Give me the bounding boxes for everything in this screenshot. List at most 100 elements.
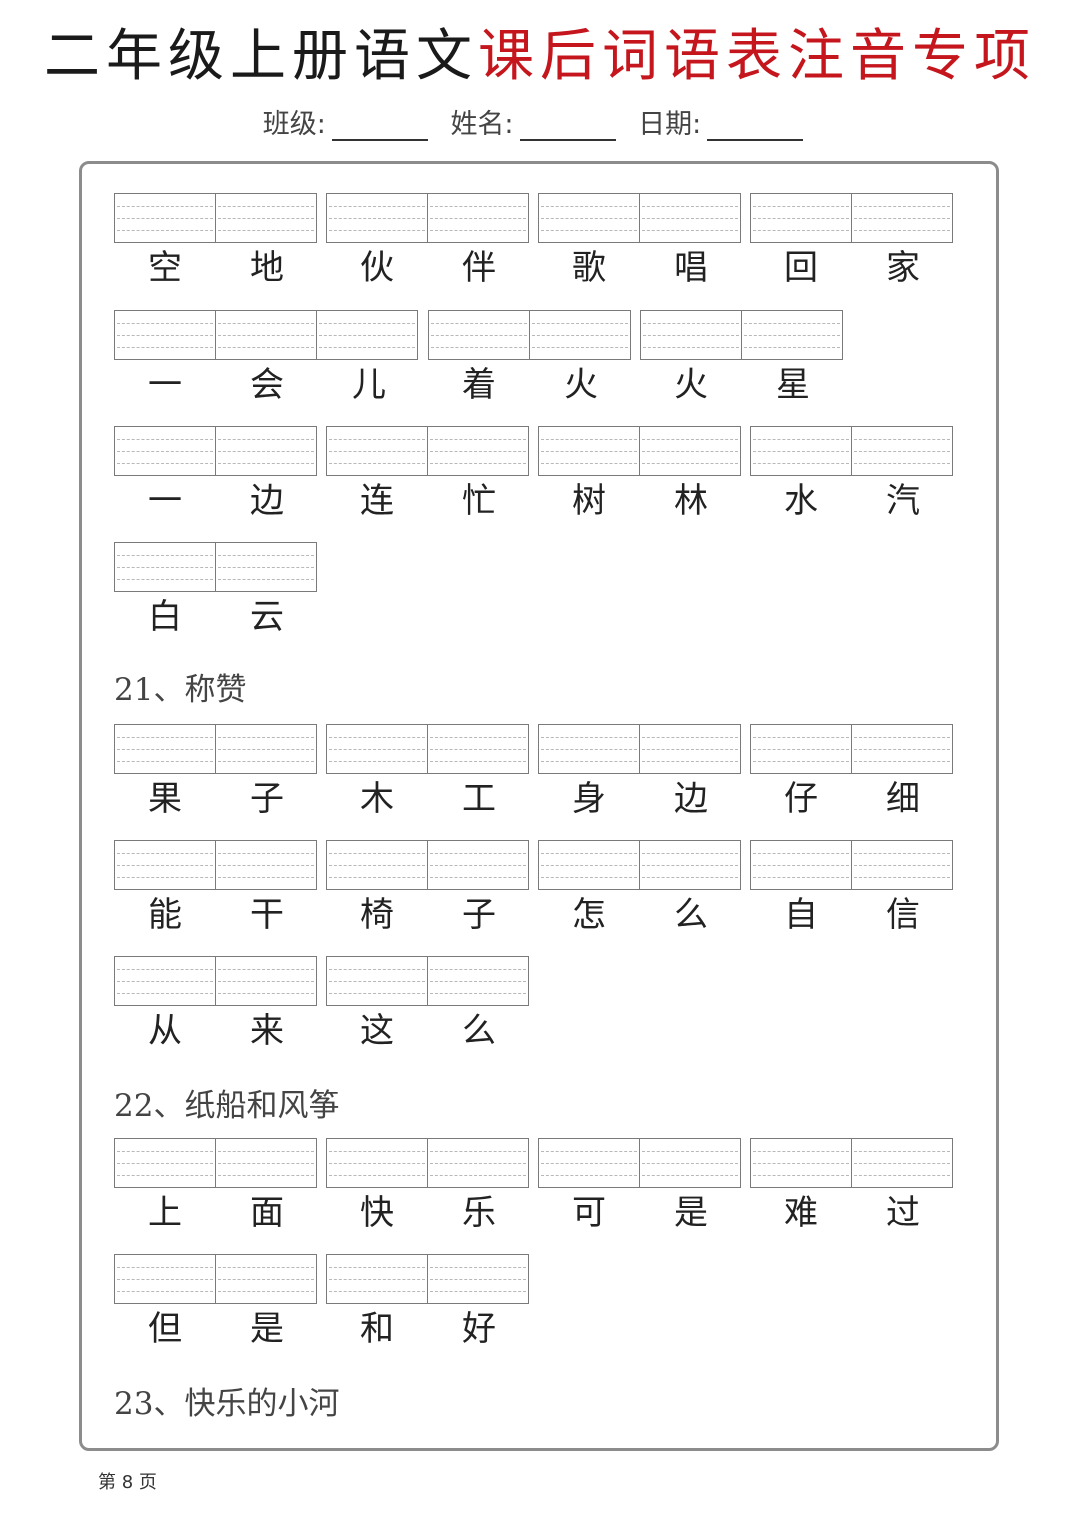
- date-blank[interactable]: [707, 113, 804, 141]
- pinyin-box-group[interactable]: [750, 724, 953, 776]
- pinyin-cell[interactable]: [538, 193, 640, 243]
- pinyin-cell[interactable]: [530, 310, 631, 360]
- pinyin-cell[interactable]: [538, 426, 640, 476]
- pinyin-cell[interactable]: [114, 1138, 216, 1188]
- pinyin-cell[interactable]: [326, 193, 428, 243]
- pinyin-cell[interactable]: [750, 724, 852, 774]
- pinyin-box-group[interactable]: [750, 193, 953, 245]
- pinyin-cell[interactable]: [114, 840, 216, 890]
- pinyin-cell[interactable]: [750, 193, 852, 243]
- pinyin-box-group[interactable]: [114, 1138, 317, 1190]
- pinyin-cell[interactable]: [216, 840, 317, 890]
- pinyin-cell[interactable]: [538, 724, 640, 774]
- pinyin-cell[interactable]: [216, 542, 317, 592]
- pinyin-cell[interactable]: [428, 1254, 529, 1304]
- class-blank[interactable]: [331, 113, 428, 141]
- pinyin-cell[interactable]: [326, 840, 428, 890]
- pinyin-box-group[interactable]: [326, 193, 529, 245]
- pinyin-cell[interactable]: [640, 310, 742, 360]
- word-character: 子: [462, 895, 496, 935]
- pinyin-cell[interactable]: [326, 1138, 428, 1188]
- pinyin-cell[interactable]: [640, 1138, 741, 1188]
- pinyin-cell[interactable]: [216, 956, 317, 1006]
- pinyin-cell[interactable]: [428, 956, 529, 1006]
- pinyin-box-group[interactable]: [750, 840, 953, 892]
- pinyin-cell[interactable]: [216, 1254, 317, 1304]
- pinyin-box-group[interactable]: [326, 956, 529, 1008]
- guide-line: [117, 579, 213, 580]
- pinyin-box-group[interactable]: [326, 1138, 529, 1190]
- pinyin-cell[interactable]: [114, 724, 216, 774]
- word-character: 快: [360, 1193, 394, 1233]
- pinyin-cell[interactable]: [114, 426, 216, 476]
- pinyin-box-group[interactable]: [114, 1254, 317, 1306]
- pinyin-cell[interactable]: [326, 724, 428, 774]
- guide-line: [642, 451, 738, 452]
- pinyin-box-group[interactable]: [538, 1138, 741, 1190]
- pinyin-cell[interactable]: [114, 542, 216, 592]
- pinyin-cell[interactable]: [538, 840, 640, 890]
- word-character: 么: [674, 895, 708, 935]
- guide-line: [753, 865, 849, 866]
- pinyin-cell[interactable]: [750, 840, 852, 890]
- guide-line: [117, 230, 213, 231]
- pinyin-cell[interactable]: [326, 1254, 428, 1304]
- pinyin-cell[interactable]: [114, 1254, 216, 1304]
- pinyin-cell[interactable]: [852, 840, 953, 890]
- guide-line: [430, 761, 526, 762]
- pinyin-cell[interactable]: [852, 426, 953, 476]
- pinyin-cell[interactable]: [852, 724, 953, 774]
- pinyin-box-group[interactable]: [114, 310, 418, 362]
- guide-line: [329, 1175, 425, 1176]
- pinyin-cell[interactable]: [216, 426, 317, 476]
- pinyin-cell[interactable]: [750, 426, 852, 476]
- pinyin-cell[interactable]: [428, 193, 529, 243]
- pinyin-cell[interactable]: [852, 193, 953, 243]
- pinyin-box-group[interactable]: [114, 956, 317, 1008]
- pinyin-cell[interactable]: [114, 310, 216, 360]
- pinyin-box-group[interactable]: [750, 426, 953, 478]
- pinyin-cell[interactable]: [428, 1138, 529, 1188]
- pinyin-cell[interactable]: [742, 310, 843, 360]
- pinyin-box-group[interactable]: [326, 1254, 529, 1306]
- pinyin-box-group[interactable]: [114, 193, 317, 245]
- pinyin-cell[interactable]: [640, 426, 741, 476]
- pinyin-box-group[interactable]: [326, 840, 529, 892]
- pinyin-cell[interactable]: [640, 193, 741, 243]
- pinyin-box-group[interactable]: [114, 724, 317, 776]
- pinyin-cell[interactable]: [216, 724, 317, 774]
- pinyin-cell[interactable]: [428, 724, 529, 774]
- pinyin-box-group[interactable]: [538, 724, 741, 776]
- pinyin-cell[interactable]: [216, 193, 317, 243]
- pinyin-box-group[interactable]: [326, 724, 529, 776]
- pinyin-box-group[interactable]: [428, 310, 631, 362]
- pinyin-cell[interactable]: [852, 1138, 953, 1188]
- pinyin-box-group[interactable]: [538, 426, 741, 478]
- pinyin-box-group[interactable]: [114, 840, 317, 892]
- word-character: 火: [564, 365, 598, 405]
- pinyin-cell[interactable]: [114, 956, 216, 1006]
- name-blank[interactable]: [519, 113, 616, 141]
- pinyin-cell[interactable]: [114, 193, 216, 243]
- pinyin-cell[interactable]: [640, 840, 741, 890]
- pinyin-cell[interactable]: [317, 310, 418, 360]
- pinyin-box-group[interactable]: [640, 310, 843, 362]
- pinyin-cell[interactable]: [428, 310, 530, 360]
- pinyin-cell[interactable]: [428, 840, 529, 890]
- pinyin-cell[interactable]: [326, 956, 428, 1006]
- pinyin-cell[interactable]: [640, 724, 741, 774]
- pinyin-cell[interactable]: [326, 426, 428, 476]
- pinyin-box-group[interactable]: [750, 1138, 953, 1190]
- pinyin-cell[interactable]: [428, 426, 529, 476]
- pinyin-box-group[interactable]: [114, 426, 317, 478]
- pinyin-box-group[interactable]: [538, 840, 741, 892]
- word-character: 忙: [462, 481, 496, 521]
- pinyin-box-group[interactable]: [326, 426, 529, 478]
- pinyin-box-group[interactable]: [538, 193, 741, 245]
- pinyin-cell[interactable]: [216, 1138, 317, 1188]
- pinyin-cell[interactable]: [750, 1138, 852, 1188]
- pinyin-cell[interactable]: [216, 310, 317, 360]
- pinyin-box-group[interactable]: [114, 542, 317, 594]
- guide-line: [753, 463, 849, 464]
- pinyin-cell[interactable]: [538, 1138, 640, 1188]
